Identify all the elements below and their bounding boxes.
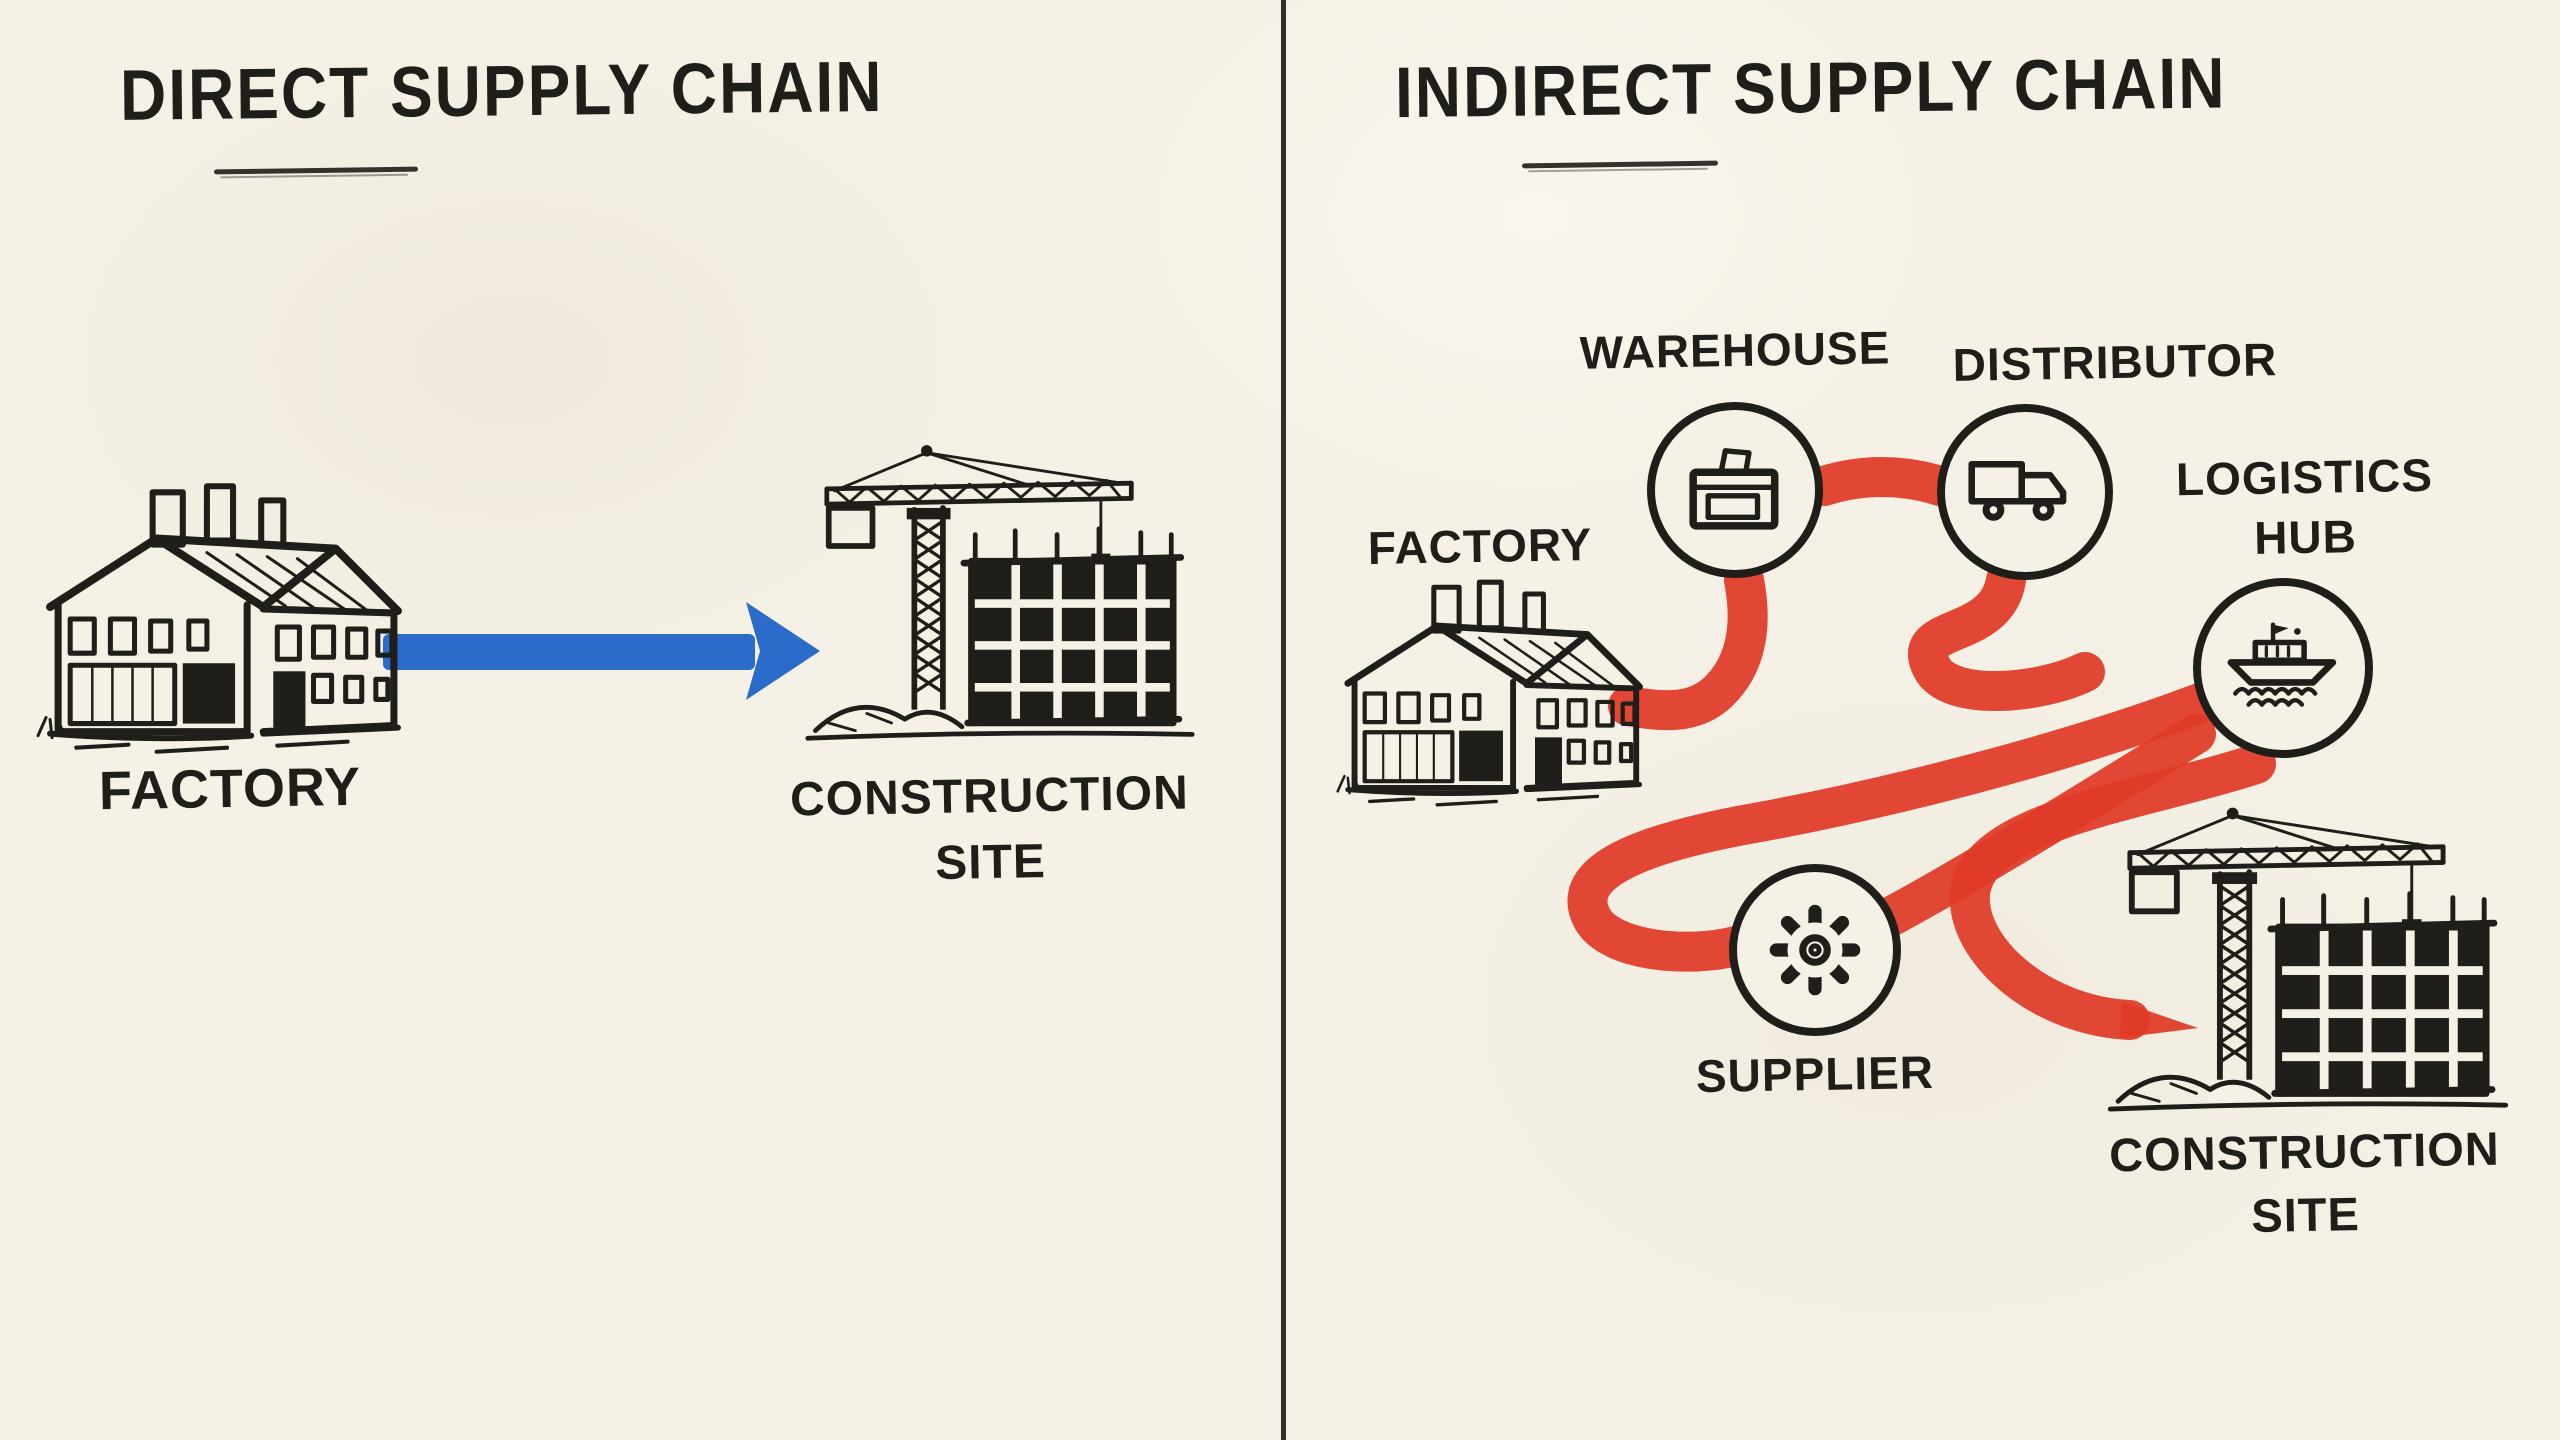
panel-divider [1281,0,1286,1440]
construction-crane-icon [805,445,1195,741]
right-title-underline [1521,160,1719,169]
truck-icon [1968,460,2067,521]
supplier-label: SUPPLIER [1695,1045,1935,1103]
red-link-distributor-junction [1908,560,2105,711]
left-panel-title: DIRECT SUPPLY CHAIN [119,45,884,136]
left-construction-label-line1: CONSTRUCTION [789,766,1190,827]
left-construction-label: CONSTRUCTION SITE [764,760,1216,900]
logistics-hub-label-line1: LOGISTICS [2175,448,2434,506]
construction-crane-icon [2107,807,2509,1112]
distributor-node [1937,404,2113,580]
distributor-label: DISTRIBUTOR [1952,333,2278,391]
logistics-hub-label: LOGISTICS HUB [2139,445,2471,570]
right-construction-label: CONSTRUCTION SITE [2079,1116,2531,1251]
warehouse-node [1647,402,1823,578]
left-factory-label: FACTORY [98,756,362,822]
logistics-hub-label-line2: HUB [2253,509,2358,564]
red-link-warehouse-distributor [1804,457,1960,506]
ship-icon [2227,622,2337,707]
right-factory-label: FACTORY [1367,518,1593,574]
factory-icon [36,483,402,754]
factory-illustration-left [36,478,408,760]
warehouse-label: WAREHOUSE [1579,321,1891,379]
factory-icon [1336,579,1643,807]
logistics-hub-node [2193,578,2373,758]
box-icon [1689,447,1779,530]
construction-site-illustration-left [800,428,1200,742]
right-panel-title: INDIRECT SUPPLY CHAIN [1394,42,2227,133]
left-title-underline [213,166,419,175]
building-frame [960,526,1185,727]
right-construction-label-line1: CONSTRUCTION [2108,1121,2501,1182]
factory-illustration-right [1336,575,1648,812]
blue-arrow [383,602,820,700]
construction-site-illustration-right [2088,790,2528,1113]
grass-tuft [36,716,66,740]
building-frame [2267,891,2498,1097]
grass-tuft [1336,774,1361,795]
ground-mound [2107,1074,2509,1112]
supplier-node [1729,864,1901,1036]
right-construction-label-line2: SITE [2250,1187,2361,1243]
ground-mound [805,704,1195,741]
gear-icon [1769,904,1861,996]
left-construction-label-line2: SITE [934,835,1047,891]
